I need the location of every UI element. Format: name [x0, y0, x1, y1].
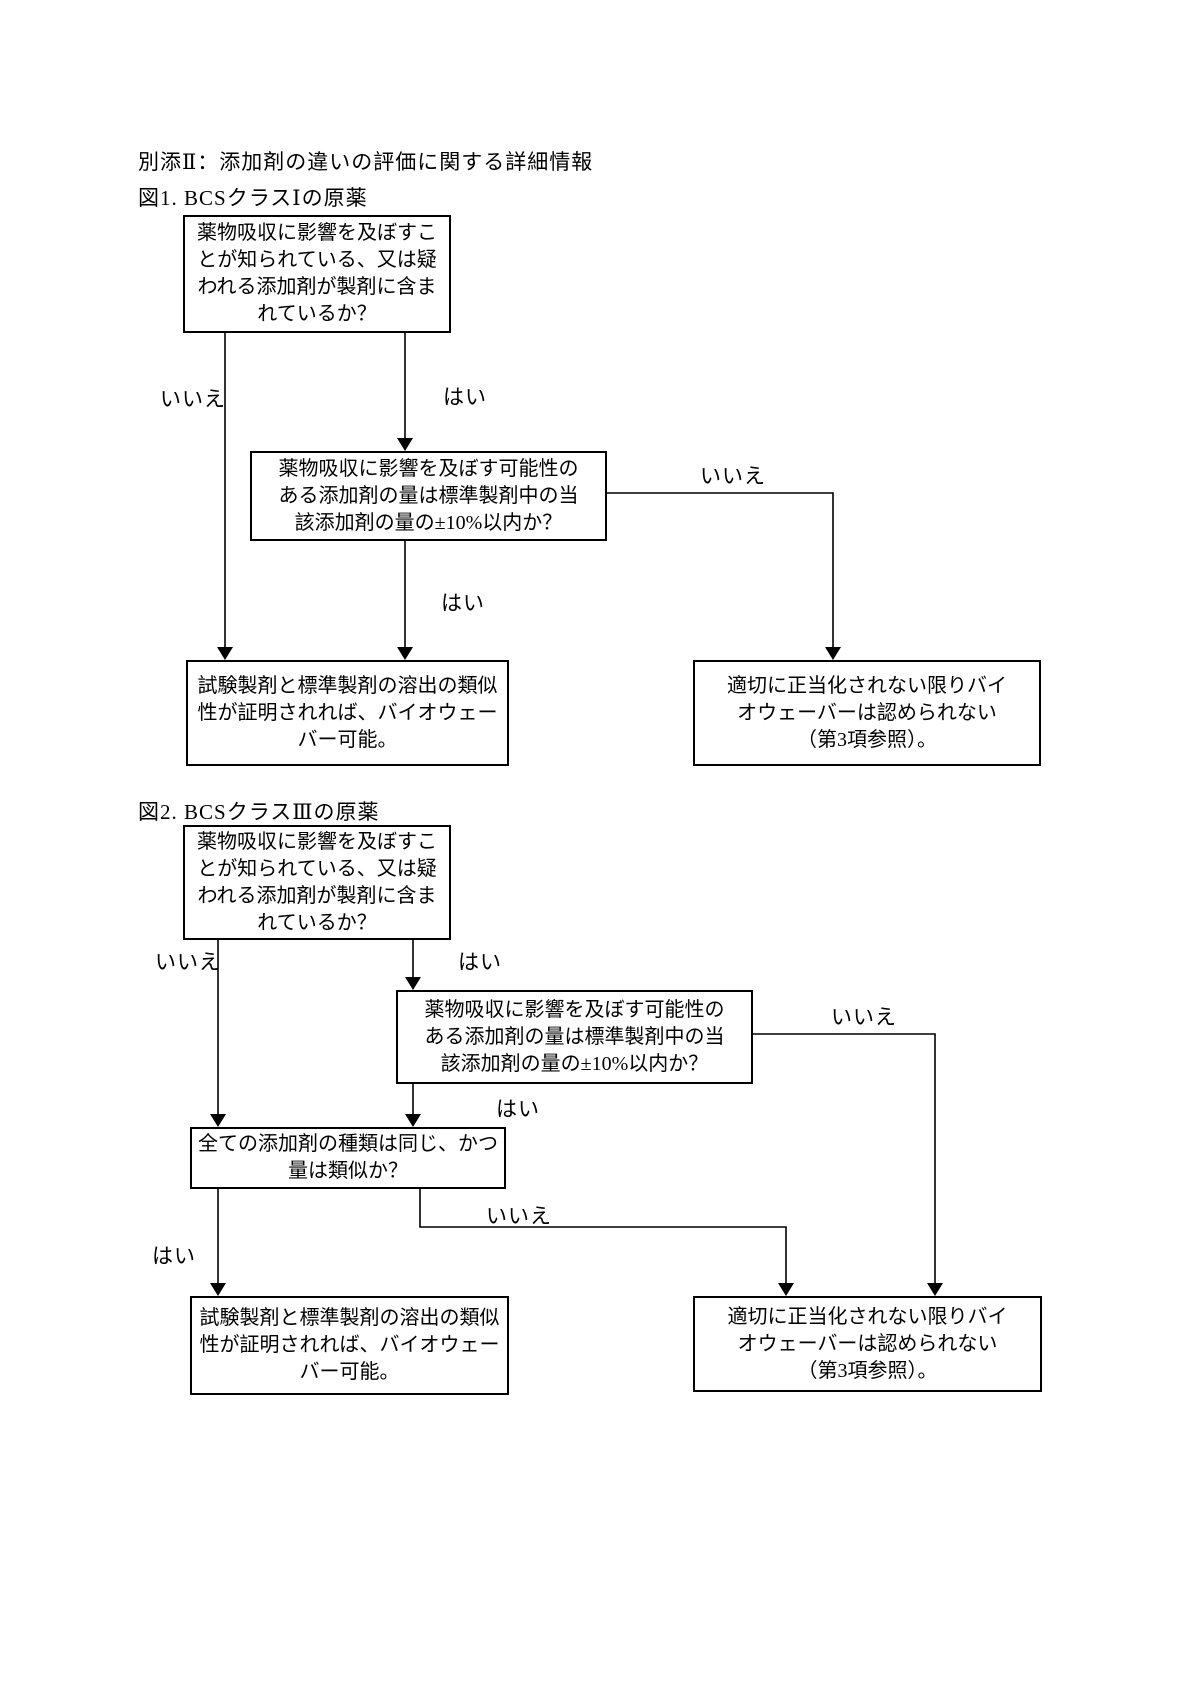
- fig1-box1-line2: とが知られている、又は疑: [197, 249, 437, 271]
- fig1-result-box-biowaiver-possible: 試験製剤と標準製剤の溶出の類似 性が証明されれば、バイオウェー バー可能。: [186, 660, 509, 766]
- fig2-box2-line1: 薬物吸収に影響を及ぼす可能性の: [424, 998, 725, 1021]
- fig2-box3-line1: 全ての添加剤の種類は同じ、かつ: [198, 1133, 498, 1155]
- fig1-box2-line3: 該添加剤の量の±10%以内か？: [294, 511, 563, 534]
- fig2-box3-yes-connector: [210, 1189, 226, 1296]
- fig2-question-box-same-type-similar-amount: 全ての添加剤の種類は同じ、かつ 量は類似か？: [190, 1127, 506, 1189]
- fig1-label-no-left: いいえ: [160, 387, 226, 411]
- fig1-box2-yes-connector: [397, 541, 413, 660]
- fig1-caption: 図1. BCSクラスⅠの原薬: [138, 186, 368, 210]
- fig2-result-ok-line1: 試験製剤と標準製剤の溶出の類似: [199, 1307, 500, 1329]
- fig1-result-box-biowaiver-not-accepted: 適切に正当化されない限りバイ オウェーバーは認められない （第3項参照）。: [693, 660, 1041, 766]
- fig2-result-box-biowaiver-not-accepted: 適切に正当化されない限りバイ オウェーバーは認められない （第3項参照）。: [693, 1296, 1042, 1392]
- fig2-label-no-right: いいえ: [831, 1005, 897, 1029]
- fig2-label-no-left: いいえ: [155, 950, 221, 974]
- fig2-result-box-biowaiver-possible: 試験製剤と標準製剤の溶出の類似 性が証明されれば、バイオウェー バー可能。: [190, 1296, 509, 1395]
- fig2-question-box-amount-within-10pct: 薬物吸収に影響を及ぼす可能性の ある添加剤の量は標準製剤中の当 該添加剤の量の±…: [396, 990, 753, 1084]
- fig1-result-ng-line2: オウェーバーは認められない: [737, 701, 997, 724]
- fig1-box2-no-connector: [606, 492, 841, 660]
- fig2-box1-line3: われる添加剤が製剤に含ま: [197, 884, 437, 907]
- fig2-yes-center-connector: [405, 940, 421, 990]
- fig1-box1-line4: れているか？: [257, 303, 377, 325]
- fig1-box2-line2: ある添加剤の量は標準製剤中の当: [278, 484, 579, 507]
- fig1-box2-line1: 薬物吸収に影響を及ぼす可能性の: [278, 457, 579, 480]
- fig1-label-yes-lower: はい: [441, 591, 485, 615]
- fig1-label-no-right: いいえ: [700, 464, 766, 488]
- fig2-box1-line2: とが知られている、又は疑: [197, 857, 437, 880]
- page-title: 別添Ⅱ：添加剤の違いの評価に関する詳細情報: [138, 150, 594, 174]
- fig1-result-ok-line3: バー可能。: [297, 728, 398, 751]
- fig2-result-ok-line3: バー可能。: [299, 1361, 400, 1383]
- fig1-result-ng-line1: 適切に正当化されない限りバイ: [727, 674, 1007, 697]
- fig2-box2-yes-connector: [405, 1084, 421, 1127]
- fig2-box2-line2: ある添加剤の量は標準製剤中の当: [424, 1025, 725, 1048]
- fig2-label-yes-box2: はい: [496, 1097, 540, 1121]
- fig2-box2-line3: 該添加剤の量の±10%以内か？: [440, 1052, 709, 1075]
- fig1-result-ok-line2: 性が証明されれば、バイオウェー: [197, 701, 498, 724]
- fig2-result-ok-line2: 性が証明されれば、バイオウェー: [199, 1334, 500, 1356]
- fig2-label-no-box3: いいえ: [486, 1204, 552, 1228]
- fig1-question-box-amount-within-10pct: 薬物吸収に影響を及ぼす可能性の ある添加剤の量は標準製剤中の当 該添加剤の量の±…: [250, 451, 607, 541]
- fig1-box1-line3: われる添加剤が製剤に含ま: [197, 276, 437, 298]
- fig1-yes-center-connector: [397, 333, 413, 451]
- fig1-box1-line1: 薬物吸収に影響を及ぼすこ: [197, 222, 437, 244]
- fig2-question-box-excipient-known: 薬物吸収に影響を及ぼすこ とが知られている、又は疑 われる添加剤が製剤に含ま れ…: [183, 825, 451, 940]
- fig2-label-yes-box3: はい: [152, 1244, 196, 1268]
- fig2-caption: 図2. BCSクラスⅢの原薬: [138, 800, 380, 824]
- fig2-box1-line4: れているか？: [257, 911, 377, 934]
- fig1-label-yes-center: はい: [443, 385, 487, 409]
- fig2-box3-no-connector: [419, 1189, 794, 1296]
- fig2-label-yes-center: はい: [458, 950, 502, 974]
- fig2-box3-line2: 量は類似か？: [288, 1160, 408, 1182]
- fig2-result-ng-line3: （第3項参照）。: [797, 1359, 938, 1382]
- fig1-question-box-excipient-known: 薬物吸収に影響を及ぼすこ とが知られている、又は疑 われる添加剤が製剤に含ま れ…: [183, 215, 451, 333]
- fig2-box2-no-connector: [752, 1033, 943, 1296]
- fig1-result-ng-line3: （第3項参照）。: [797, 728, 937, 751]
- fig1-result-ok-line1: 試験製剤と標準製剤の溶出の類似: [197, 674, 498, 697]
- fig2-result-ng-line1: 適切に正当化されない限りバイ: [727, 1305, 1008, 1328]
- fig2-box1-line1: 薬物吸収に影響を及ぼすこ: [197, 830, 437, 853]
- fig2-result-ng-line2: オウェーバーは認められない: [737, 1332, 998, 1355]
